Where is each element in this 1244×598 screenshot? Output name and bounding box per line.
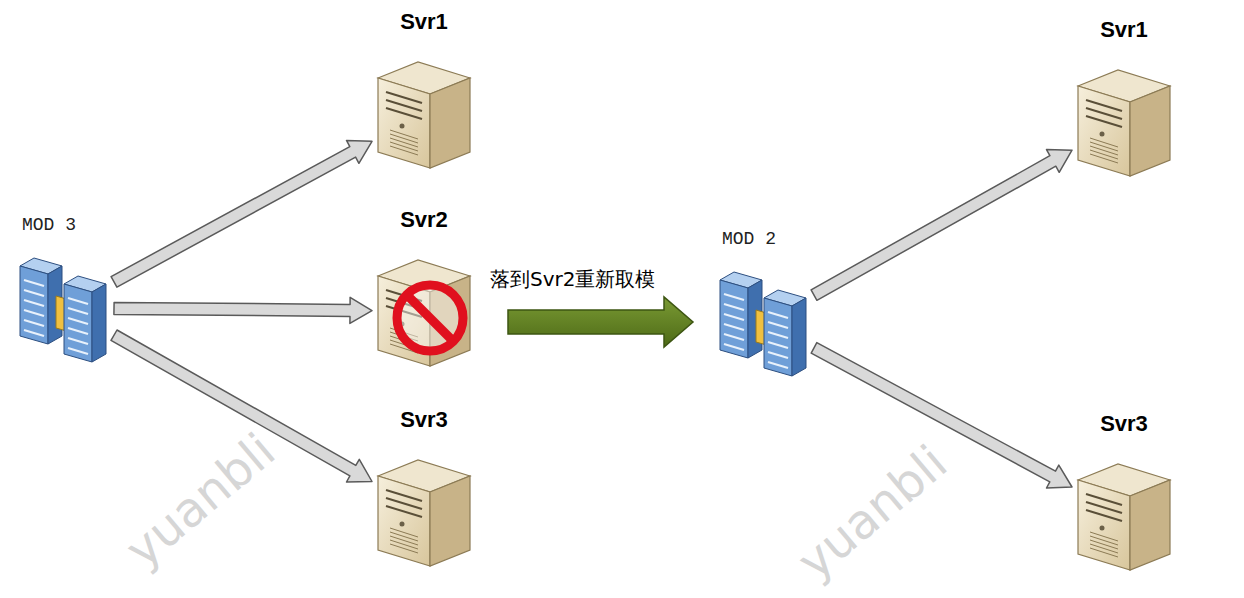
server-label: Svr3 — [400, 406, 448, 434]
server-icon — [372, 252, 476, 370]
transition-arrow — [508, 297, 693, 347]
icon-holder — [18, 252, 114, 364]
server-icon — [372, 54, 476, 172]
server-node: Svr3 — [1072, 410, 1176, 574]
icon-holder — [1072, 456, 1176, 574]
load-balancer-icon — [718, 266, 814, 378]
mod-label: MOD 3 — [22, 214, 76, 236]
load-balancer-node: MOD 3 — [18, 214, 114, 364]
transition-note: 落到Svr2重新取模 — [490, 266, 655, 293]
server-node: Svr1 — [372, 8, 476, 172]
server-label: Svr1 — [400, 8, 448, 36]
icon-holder — [372, 452, 476, 570]
watermark: yuanbli — [787, 434, 958, 590]
icon-holder — [372, 252, 476, 370]
server-label: Svr3 — [1100, 410, 1148, 438]
load-balancer-icon — [18, 252, 114, 364]
server-node: Svr2 — [372, 206, 476, 370]
request-arrow — [114, 297, 372, 323]
icon-holder — [1072, 62, 1176, 180]
load-balancer-node: MOD 2 — [718, 228, 814, 378]
server-label: Svr1 — [1100, 16, 1148, 44]
watermark: yuanbli — [115, 422, 286, 578]
request-arrow — [111, 140, 372, 287]
server-icon — [1072, 456, 1176, 574]
server-node: Svr3 — [372, 406, 476, 570]
request-arrow — [811, 150, 1072, 301]
server-label: Svr2 — [400, 206, 448, 234]
server-icon — [1072, 62, 1176, 180]
server-icon — [372, 452, 476, 570]
server-node: Svr1 — [1072, 16, 1176, 180]
mod-label: MOD 2 — [722, 228, 776, 250]
icon-holder — [372, 54, 476, 172]
icon-holder — [718, 266, 814, 378]
